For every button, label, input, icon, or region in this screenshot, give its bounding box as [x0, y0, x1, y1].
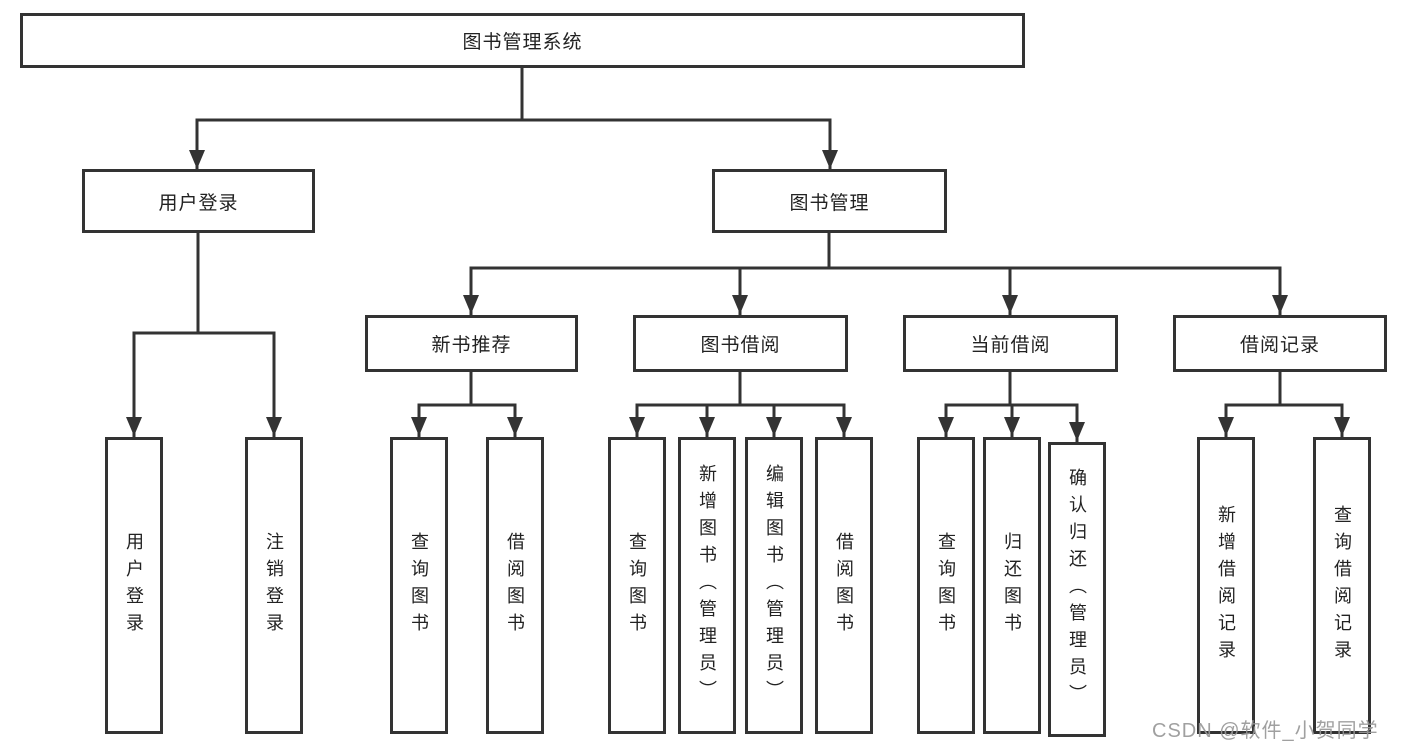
- node-user-login: 用户登录: [82, 169, 315, 233]
- leaf-newbook-query-book: 查询图书: [390, 437, 448, 734]
- leaf-current-return-book: 归还图书: [983, 437, 1041, 734]
- node-new-book-recommend: 新书推荐: [365, 315, 578, 372]
- leaf-current-query-book: 查询图书: [917, 437, 975, 734]
- leaf-user-login: 用户登录: [105, 437, 163, 734]
- leaf-record-query: 查询借阅记录: [1313, 437, 1371, 734]
- leaf-record-add: 新增借阅记录: [1197, 437, 1255, 734]
- node-root: 图书管理系统: [20, 13, 1025, 68]
- leaf-newbook-borrow-book: 借阅图书: [486, 437, 544, 734]
- leaf-borrow-add-book-admin: 新增图书（管理员）: [678, 437, 736, 734]
- csdn-watermark: CSDN @软件_小贺同学: [1152, 720, 1379, 742]
- leaf-logout: 注销登录: [245, 437, 303, 734]
- node-book-borrow: 图书借阅: [633, 315, 848, 372]
- leaf-current-confirm-return-admin: 确认归还（管理员）: [1048, 442, 1106, 737]
- node-borrow-record: 借阅记录: [1173, 315, 1387, 372]
- node-book-management: 图书管理: [712, 169, 947, 233]
- leaf-borrow-edit-book-admin: 编辑图书（管理员）: [745, 437, 803, 734]
- node-current-borrow: 当前借阅: [903, 315, 1118, 372]
- leaf-borrow-query-book: 查询图书: [608, 437, 666, 734]
- leaf-borrow-borrow-book: 借阅图书: [815, 437, 873, 734]
